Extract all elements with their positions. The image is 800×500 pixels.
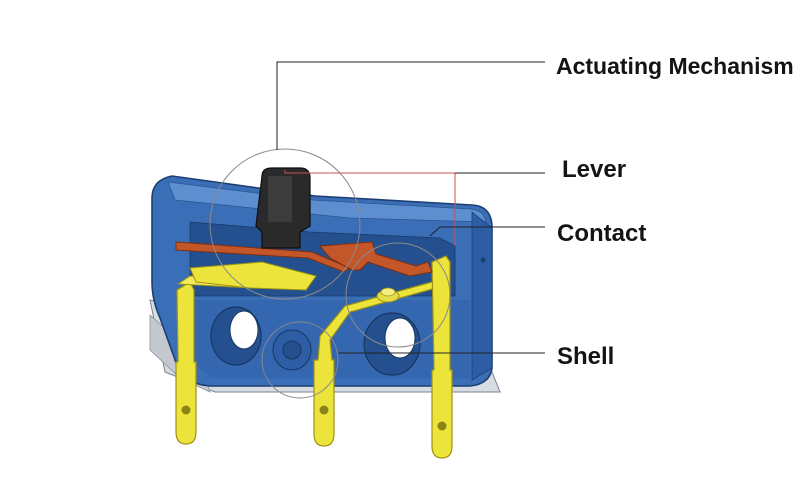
leader-contact (429, 226, 545, 237)
label-actuating-mechanism: Actuating Mechanism (556, 53, 794, 79)
mounting-hole-left (210, 306, 262, 366)
moving-blade (189, 261, 317, 291)
mounting-hole-center (272, 329, 312, 371)
terminal-center (313, 281, 437, 447)
label-contact: Contact (557, 220, 647, 247)
callout-circle-actuator (209, 148, 361, 300)
callout-circle-shell (261, 321, 339, 399)
terminal-right (431, 255, 453, 459)
callout-circle-contact (345, 242, 451, 348)
terminal-right-hole (437, 421, 447, 431)
mounting-hole-right (363, 312, 421, 376)
terminal-left-hole (181, 405, 191, 415)
lever-strip (175, 241, 352, 273)
actuator-highlight (268, 176, 292, 222)
terminal-left (175, 281, 197, 445)
leader-lever (284, 170, 456, 246)
contact-spring (318, 241, 433, 277)
terminal-center-hole (319, 405, 329, 415)
shell-dimple (480, 257, 486, 263)
leader-actuating-mechanism (276, 61, 545, 150)
shell-top-face (167, 181, 487, 223)
label-lever: Lever (562, 156, 627, 183)
label-shell: Shell (557, 343, 615, 370)
contact-rivet (376, 287, 400, 303)
shell-right-face (471, 211, 493, 381)
